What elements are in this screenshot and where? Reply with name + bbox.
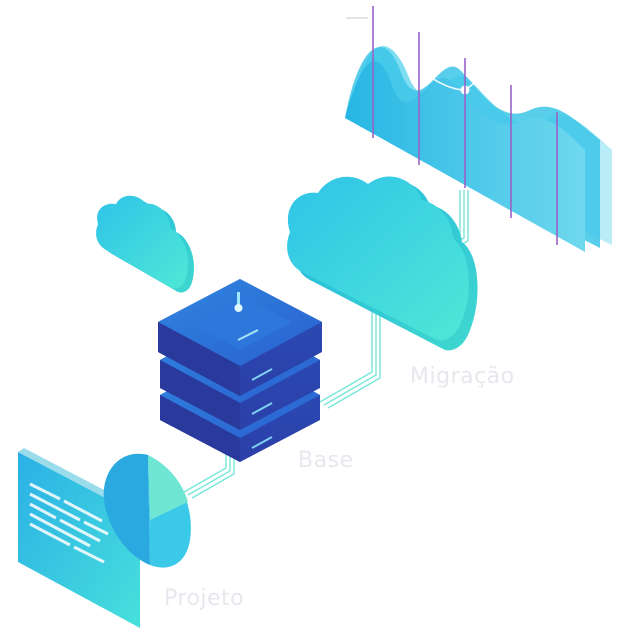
connection-lines	[183, 190, 469, 499]
label-base: Base	[298, 448, 354, 473]
area-chart-panel	[345, 6, 612, 252]
small-cloud	[96, 195, 195, 293]
server-stack	[158, 279, 322, 462]
large-cloud	[287, 176, 478, 351]
label-projeto: Projeto	[164, 586, 245, 611]
pie-chart	[103, 453, 191, 568]
label-migracao: Migração	[410, 364, 515, 389]
